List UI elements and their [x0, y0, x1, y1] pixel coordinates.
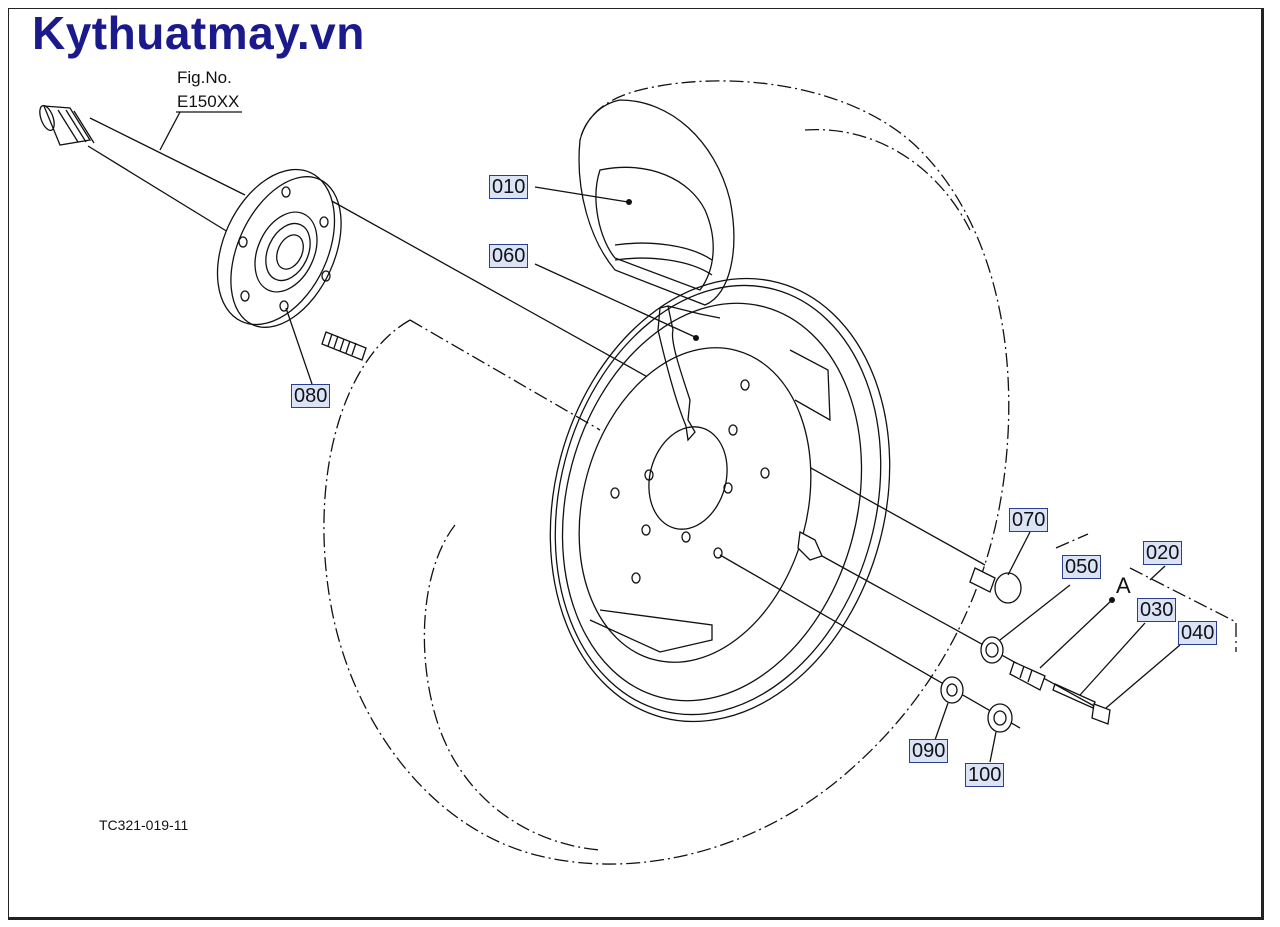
leader-020 — [1149, 565, 1166, 581]
valve-stem — [1009, 661, 1046, 691]
leader-050 — [999, 584, 1071, 641]
wheel-nut-axis — [719, 554, 1021, 729]
axle-shaft — [39, 104, 986, 566]
leader-100 — [989, 731, 997, 763]
view-label-a: A — [1116, 573, 1131, 598]
figno-leader — [159, 111, 181, 151]
wheel-nut-100 — [987, 703, 1013, 733]
leader-040 — [1105, 644, 1181, 709]
rim-flap-060 — [657, 305, 721, 442]
valve-cap-040 — [1091, 703, 1111, 725]
drawing-frame — [8, 8, 1264, 920]
callout-020[interactable]: 020 — [1143, 541, 1183, 565]
valve-nut-050 — [980, 636, 1004, 664]
callout-030[interactable]: 030 — [1137, 598, 1177, 622]
leader-060 — [534, 263, 696, 338]
lug-bolt-070 — [969, 567, 1022, 604]
figure-number: Fig.No. E150XX — [177, 66, 239, 114]
tire-outline — [323, 80, 1010, 865]
valve-axis — [821, 555, 1106, 713]
leader-080 — [285, 307, 313, 385]
stud-bolt-080 — [321, 331, 367, 361]
leader-070 — [1007, 531, 1031, 576]
inner-tube-010 — [578, 99, 735, 306]
leader-010 — [534, 186, 629, 203]
valve-core-030 — [1052, 683, 1096, 709]
callout-090[interactable]: 090 — [909, 739, 949, 763]
axle-flange — [216, 168, 342, 328]
callout-060[interactable]: 060 — [489, 244, 529, 268]
leader-A — [1039, 599, 1113, 669]
figure-number-label: Fig.No. — [177, 68, 232, 87]
leader-030 — [1079, 622, 1146, 696]
callout-050[interactable]: 050 — [1062, 555, 1102, 579]
drawing-code: TC321-019-11 — [99, 817, 189, 833]
lock-washer-090 — [940, 676, 964, 704]
callout-010[interactable]: 010 — [489, 175, 529, 199]
leader-090 — [934, 702, 949, 741]
callout-070[interactable]: 070 — [1009, 508, 1049, 532]
callout-100[interactable]: 100 — [965, 763, 1005, 787]
wheel-rim — [549, 277, 891, 723]
figure-number-code: E150XX — [177, 92, 240, 111]
watermark-logo: Kythuatmay.vn — [32, 7, 365, 59]
assembly-bracket-020 — [1055, 533, 1237, 652]
callout-080[interactable]: 080 — [291, 384, 331, 408]
callout-040[interactable]: 040 — [1178, 621, 1218, 645]
